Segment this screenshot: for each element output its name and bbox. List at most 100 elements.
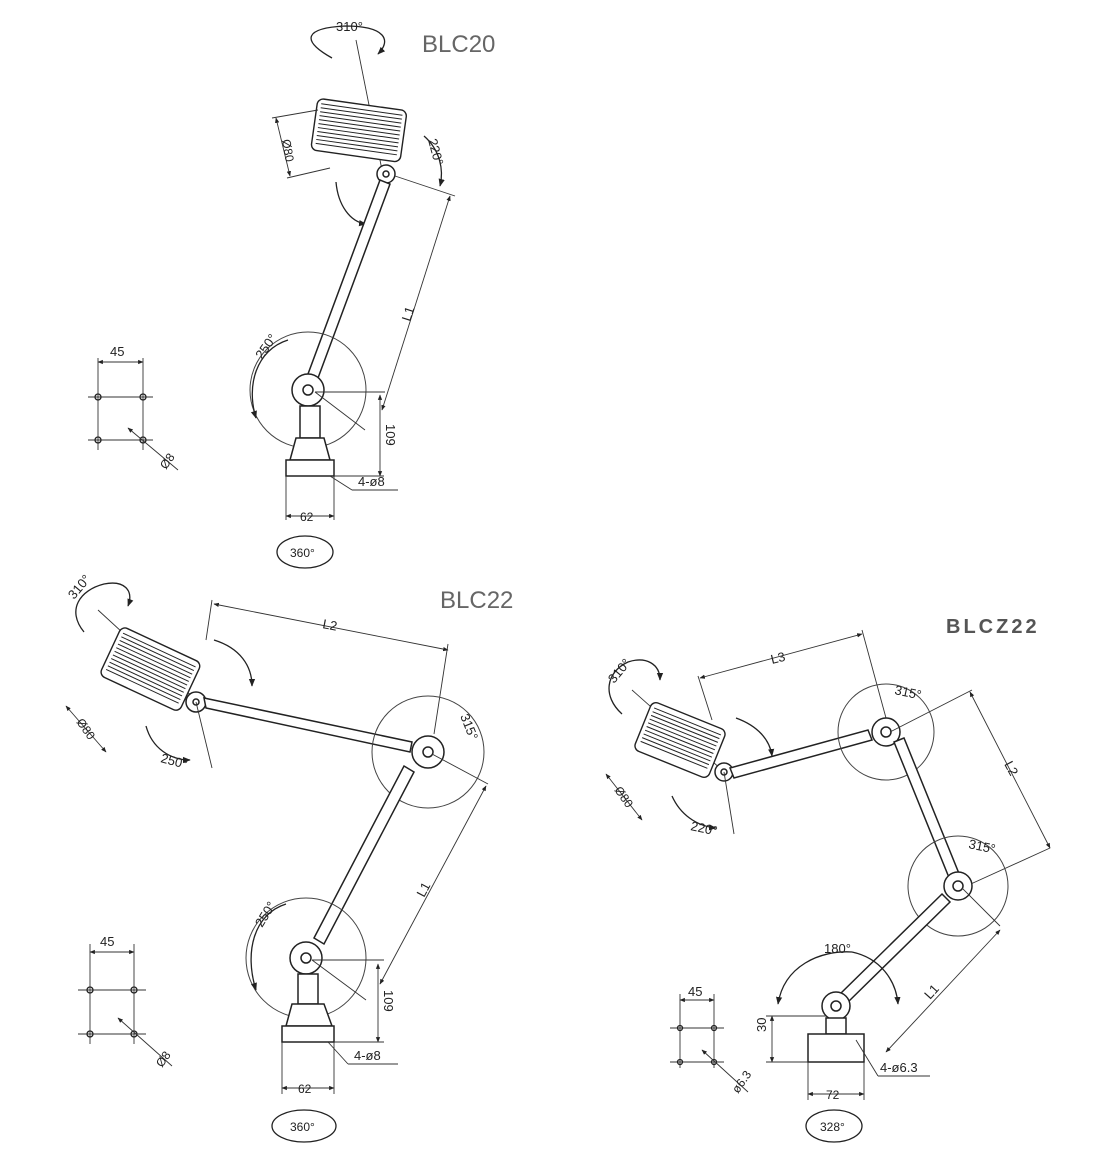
dim-line [431,753,489,785]
rotation-envelope [837,683,935,781]
dim-line [205,599,213,641]
dim-line [213,602,449,652]
joint-head-angle-label: 220° [689,818,718,838]
dim-line [286,167,331,179]
base-rotation-icon [805,1109,863,1143]
arm-length-label: L1 [399,305,418,323]
hole-spacing-label: 45 [688,984,702,999]
pivot-joint [880,726,892,738]
base-mount [285,1003,334,1027]
pivot-joint [952,880,964,892]
joint-base-angle-label: 180° [824,941,851,956]
arm-segment [313,764,415,946]
dim-line [861,629,887,719]
model-blc20: BLC20 310° Ø80 220° L1 [88,19,495,569]
hole-diameter-label: ø6.3 [729,1068,754,1096]
dim-line [697,675,713,721]
dim-line [275,117,291,177]
base-rotation-icon [271,1109,337,1143]
model-title: BLCZ22 [946,616,1040,638]
dim-line [381,195,451,411]
arm-2-length-label: L2 [1001,758,1021,778]
rotation-arc-icon [671,795,717,831]
dim-line [723,771,735,835]
lamp-head [634,702,726,778]
rotation-arc-icon [335,181,367,227]
hole-pattern: 45 Ø8 [88,344,179,472]
base-rotation-label: 328° [820,1120,845,1134]
base-column [297,973,319,1005]
arm-lower-length-label: L1 [413,880,433,900]
arm-segment [728,729,874,779]
dim-line [327,1041,349,1065]
dim-line [314,391,366,431]
head-rotation-label: 310° [605,656,634,686]
pivot-joint [382,170,390,178]
dim-line [433,643,449,735]
base-height-label: 109 [381,990,396,1012]
base-column [299,405,321,439]
dim-line [885,929,1001,1053]
dim-line [329,475,353,491]
base-rotation-icon [276,535,334,569]
dim-line [394,175,456,197]
rotation-arc-icon [851,951,901,1005]
lamp-head [100,627,201,711]
model-title: BLC22 [440,587,513,614]
base-mount [281,1025,335,1043]
arm-segment [893,737,961,881]
base-width-label: 72 [826,1088,840,1102]
rotation-arc-icon [250,903,287,991]
rotation-arc-icon [250,339,289,419]
head-rotation-label: 310° [336,19,363,34]
hole-spacing-label: 45 [100,934,114,949]
base-height-label: 30 [754,1018,769,1032]
rotation-arc-icon [776,951,853,1005]
base-mount [289,437,331,461]
arm-upper-length-label: L2 [321,616,338,633]
joint-base-angle-label: 250° [252,331,280,362]
head-diameter-label: Ø80 [279,138,297,163]
dim-line [195,701,213,769]
base-column [825,1017,847,1035]
rotation-arc-icon [75,582,134,633]
rotation-arc-icon [213,639,256,687]
base-mount [285,459,335,477]
base-height-label: 109 [383,424,398,446]
arm-segment [203,697,413,753]
arm-3-length-label: L3 [769,649,787,667]
dim-line [961,887,1001,927]
joint-top-angle-label: 220° [425,137,446,167]
base-mount [807,1033,865,1063]
dim-line [65,705,107,753]
head-rotation-label: 310° [65,572,94,602]
mount-holes-label: 4-ø8 [358,474,385,489]
rotation-arc-icon [735,717,775,757]
arm-1-length-label: L1 [921,981,942,1002]
dim-line [889,689,973,733]
base-width-label: 62 [300,510,314,524]
base-rotation-label: 360° [290,546,315,560]
dim-line [311,959,367,1001]
rotation-arc-icon [310,25,386,59]
mount-holes-label: 4-ø6.3 [880,1060,918,1075]
model-blcz22: BLCZ22 310° Ø80 220° L3 315° [605,616,1051,1143]
joint-upper-angle-label: 315° [893,682,922,702]
pivot-joint [422,746,434,758]
dim-line [699,633,863,679]
hole-spacing-label: 45 [110,344,124,359]
model-blc22: BLC22 310° Ø80 250° L2 315° [65,572,513,1143]
lamp-head [310,98,408,163]
model-title: BLC20 [422,31,495,58]
pivot-joint [302,384,314,396]
dim-line [379,785,487,985]
dim-line [855,1039,879,1077]
joint-mid-angle-label: 315° [457,712,481,743]
hole-pattern: 45 ø6.3 [670,984,754,1096]
dim-line [271,109,319,119]
base-width-label: 62 [298,1082,312,1096]
joint-head-angle-label: 250° [159,750,189,771]
dim-line [961,847,1051,889]
hole-diameter-label: Ø8 [157,450,178,471]
